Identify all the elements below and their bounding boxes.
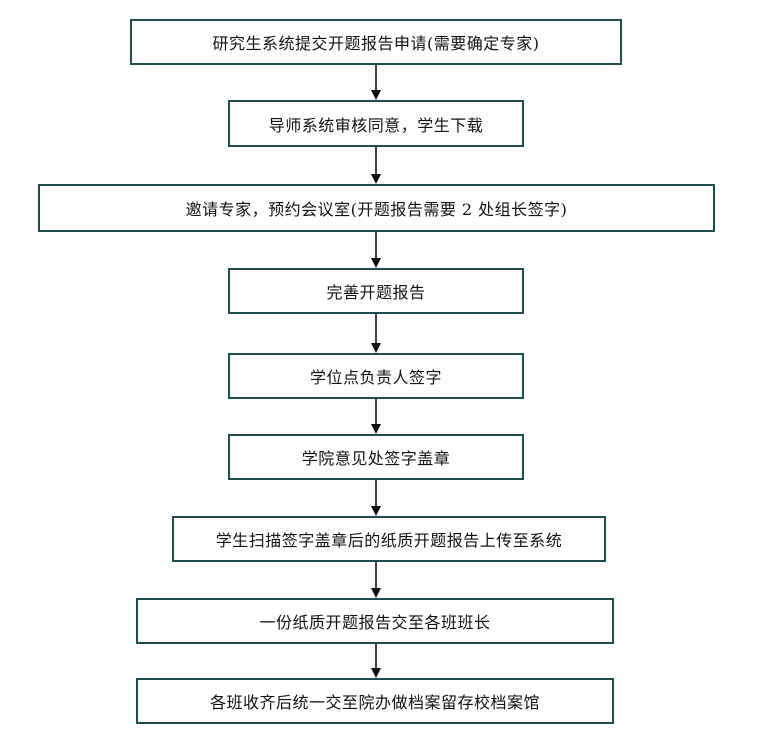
step-7-scan-upload: 学生扫描签字盖章后的纸质开题报告上传至系统 [172, 516, 606, 562]
step-4-finalize-report: 完善开题报告 [228, 268, 524, 314]
step-8-submit-paper-copy: 一份纸质开题报告交至各班班长 [136, 598, 614, 644]
step-9-archive: 各班收齐后统一交至院办做档案留存校档案馆 [136, 678, 614, 724]
step-5-program-head-sign: 学位点负责人签字 [228, 353, 524, 399]
step-3-invite-experts: 邀请专家，预约会议室(开题报告需要 2 处组长签字) [38, 184, 715, 232]
step-1-submit-application: 研究生系统提交开题报告申请(需要确定专家) [130, 19, 622, 65]
step-6-school-seal: 学院意见处签字盖章 [228, 434, 524, 480]
step-2-advisor-approval: 导师系统审核同意，学生下载 [228, 100, 524, 147]
